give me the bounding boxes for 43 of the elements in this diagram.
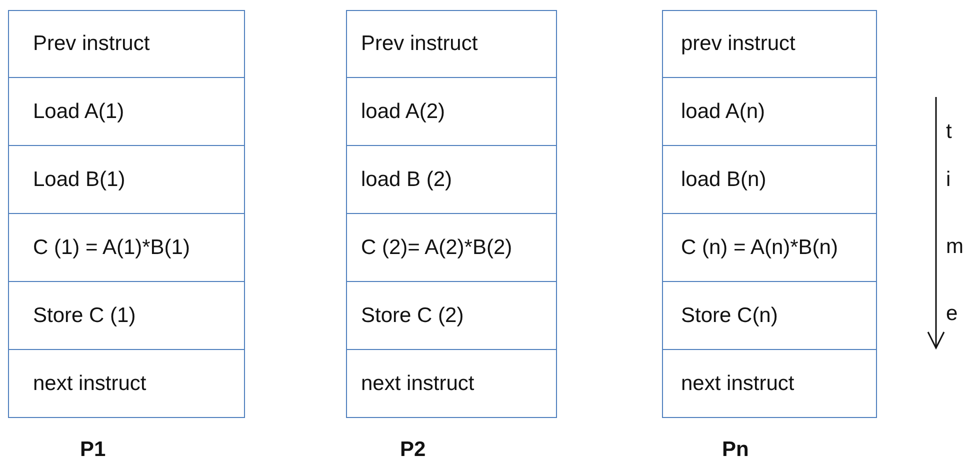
instruction-text: next instruct: [33, 372, 146, 396]
processor-label: P2: [400, 438, 426, 462]
instruction-box: [346, 213, 557, 282]
instruction-text: Prev instruct: [33, 32, 150, 56]
instruction-text: load A(2): [361, 100, 446, 124]
instruction-box: [8, 213, 245, 282]
instruction-box: [8, 145, 245, 214]
processor-label: Pn: [722, 438, 749, 462]
instruction-text: Store C (1): [33, 304, 136, 328]
instruction-text: Store C(n): [681, 304, 778, 328]
instruction-box: [8, 349, 245, 418]
time-letter: t: [946, 120, 952, 144]
instruction-box: [662, 145, 877, 214]
time-letter: i: [946, 168, 951, 192]
time-letter: e: [946, 302, 958, 326]
instruction-text: C (2)= A(2)*B(2): [361, 236, 512, 260]
instruction-box: [662, 349, 877, 418]
time-letter: m: [946, 235, 964, 259]
instruction-box: [662, 281, 877, 350]
instruction-text: Load B(1): [33, 168, 126, 192]
instruction-box: [662, 10, 877, 78]
instruction-text: Load A(1): [33, 100, 124, 124]
instruction-box: [346, 145, 557, 214]
instruction-box: [662, 213, 877, 282]
instruction-box: [346, 77, 557, 146]
instruction-box: [8, 77, 245, 146]
instruction-text: prev instruct: [681, 32, 796, 56]
instruction-box: [346, 349, 557, 418]
instruction-text: load B (2): [361, 168, 452, 192]
instruction-text: Store C (2): [361, 304, 464, 328]
processor-label: P1: [80, 438, 106, 462]
instruction-text: C (1) = A(1)*B(1): [33, 236, 190, 260]
instruction-text: next instruct: [681, 372, 794, 396]
instruction-box: [8, 281, 245, 350]
instruction-box: [346, 10, 557, 78]
instruction-text: load B(n): [681, 168, 766, 192]
instruction-text: load A(n): [681, 100, 766, 124]
instruction-text: next instruct: [361, 372, 474, 396]
instruction-box: [662, 77, 877, 146]
instruction-box: [8, 10, 245, 78]
instruction-box: [346, 281, 557, 350]
instruction-text: Prev instruct: [361, 32, 478, 56]
instruction-text: C (n) = A(n)*B(n): [681, 236, 838, 260]
